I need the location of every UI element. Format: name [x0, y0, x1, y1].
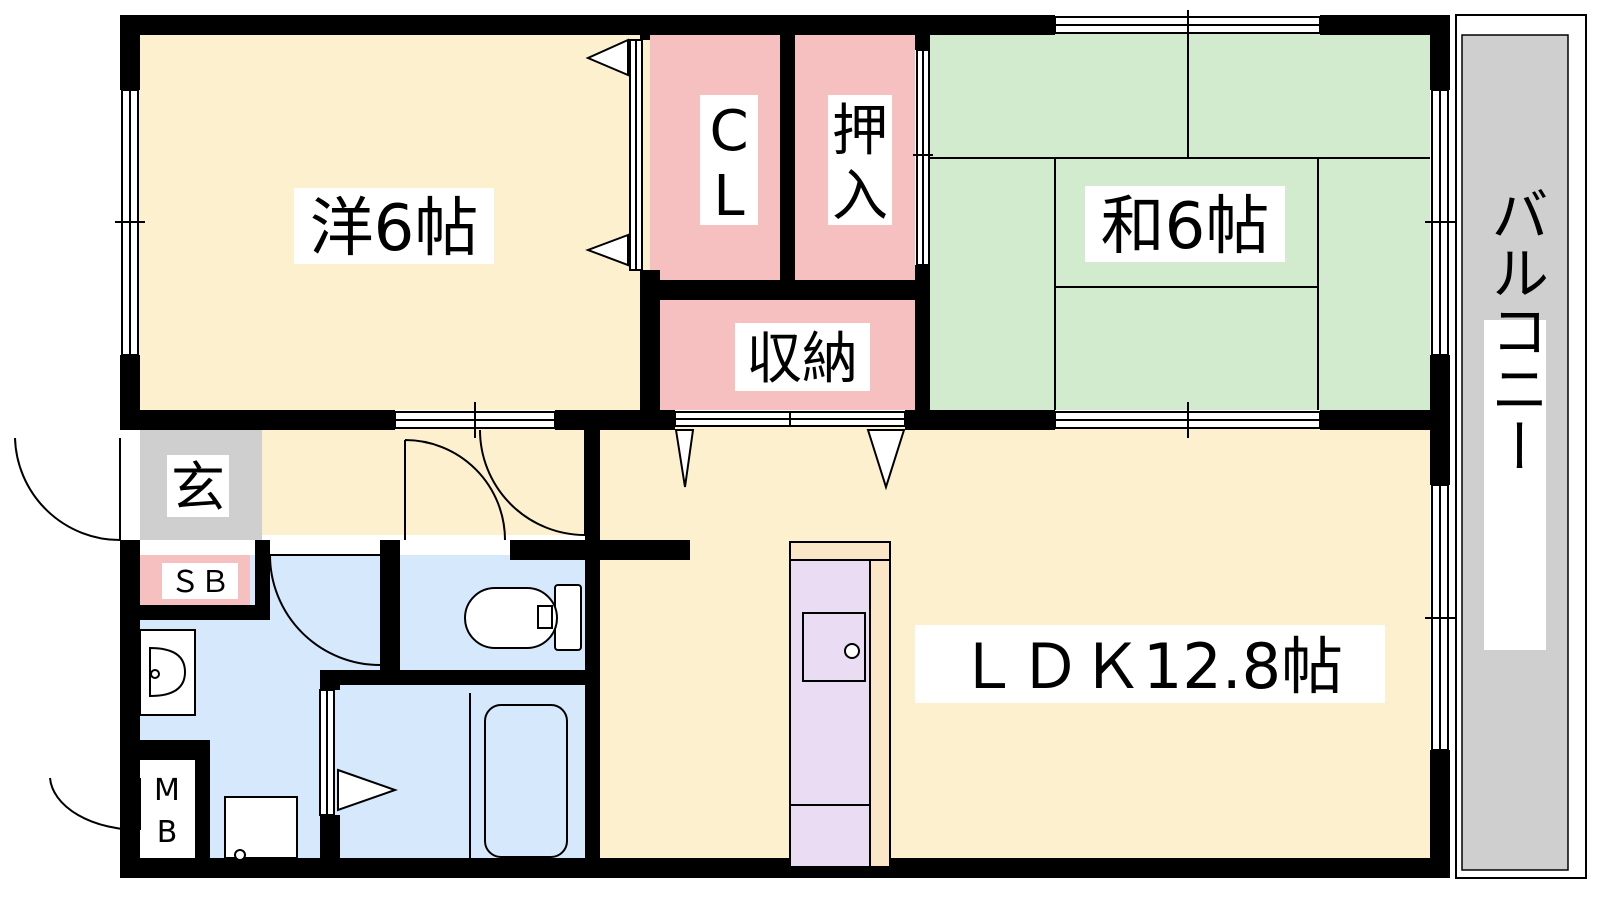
room-labels: 洋6帖 C L 押 入 収納 和6帖 ＬＤＫ12.8帖 玄 ＳＢ M B バルコ… [154, 95, 1549, 850]
washing-machine-pan [224, 796, 298, 859]
storage-fold-door-2 [866, 429, 906, 491]
label-oshiire-1: 押 [832, 99, 888, 164]
western-fold-door-2 [585, 233, 629, 267]
tatami-grid [930, 30, 1430, 410]
toilet-controls [537, 605, 553, 629]
label-western-room: 洋6帖 [310, 192, 479, 266]
toilet-tank [554, 584, 582, 651]
label-ldk: ＬＤＫ12.8帖 [957, 630, 1343, 703]
wc-door-swing [404, 439, 506, 541]
entrance-door-swing [14, 437, 121, 541]
bath-fold-door [337, 768, 399, 812]
balcony-inner-outline [1461, 34, 1569, 871]
label-oshiire-2: 入 [832, 164, 888, 229]
meter-box-fill [140, 760, 200, 870]
label-meter-box-2: B [157, 815, 178, 850]
label-balcony: バルコニー [1481, 185, 1549, 475]
label-japanese-room: 和6帖 [1101, 190, 1270, 264]
windows [115, 10, 1455, 751]
balcony-outline [1455, 14, 1587, 879]
hall-door-swing [479, 429, 586, 536]
label-storage: 収納 [746, 327, 858, 392]
label-shoe-box: ＳＢ [170, 565, 230, 600]
label-closet-2: L [713, 164, 744, 229]
bathtub [484, 704, 568, 858]
wash-door-swing [269, 554, 381, 666]
western-fold-door-1 [585, 38, 629, 77]
kitchen-backsplash [869, 541, 891, 868]
label-closet-1: C [709, 99, 748, 164]
wash-basin-bowl [149, 646, 187, 698]
door-swings [14, 38, 906, 832]
fixtures [139, 541, 891, 868]
walls [120, 15, 1450, 878]
kitchen-top-edge [789, 541, 891, 561]
label-entrance: 玄 [171, 456, 225, 519]
mb-door-swing [49, 777, 141, 832]
storage-fold-door-1 [674, 429, 695, 488]
toilet-bowl [464, 587, 558, 649]
label-meter-box-1: M [154, 773, 180, 808]
hallway-fill [262, 425, 602, 535]
sliding-doors [319, 39, 933, 816]
